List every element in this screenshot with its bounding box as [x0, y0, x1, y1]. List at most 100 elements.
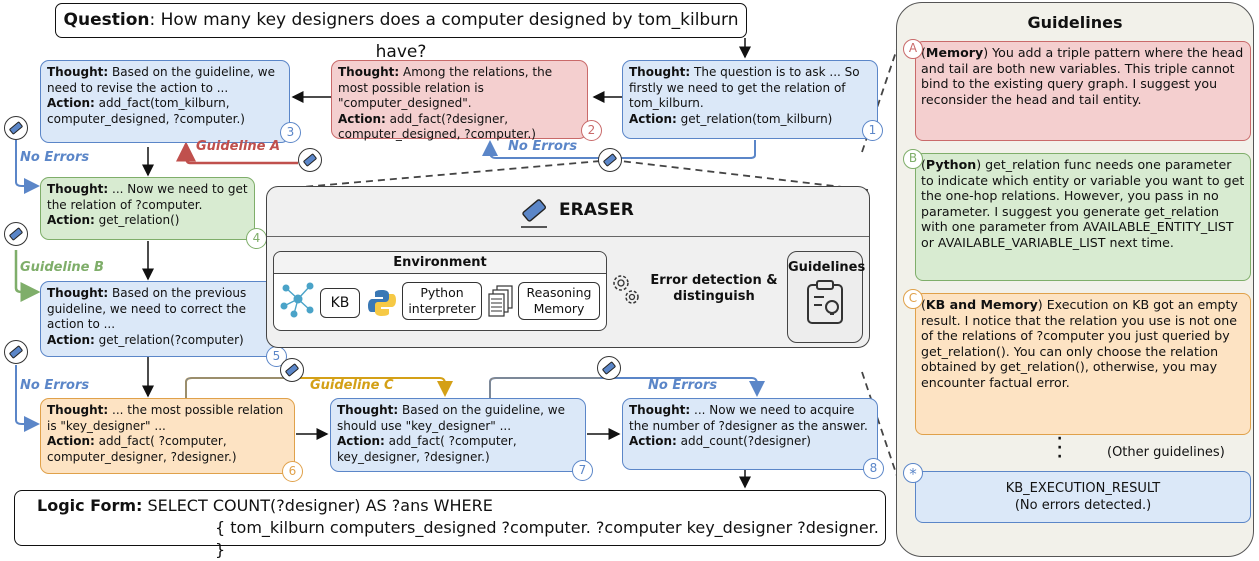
python-interpreter-box: Python interpreter: [402, 282, 482, 320]
arrow-no-errors-3-4: [15, 140, 40, 194]
eraser-small-icon: [4, 340, 28, 364]
python-label: Python interpreter: [408, 285, 476, 316]
thought-label: Thought:: [629, 403, 691, 417]
thought-label: Thought:: [47, 182, 109, 196]
dashed-guidelines-top: [861, 39, 901, 153]
dashed-zoom-left: [267, 159, 613, 191]
documents-icon: [488, 285, 513, 317]
thought-label: Thought:: [337, 403, 399, 417]
action-label: Action:: [47, 213, 95, 227]
thought-text: ... Now we need to get the relation of ?…: [47, 182, 248, 212]
logic-form-label: Logic Form:: [37, 496, 143, 515]
thought-label: Thought:: [629, 65, 691, 79]
arrow-guideline-b: [14, 250, 41, 302]
action-text: add_fact( ?computer, computer_designer, …: [47, 434, 237, 464]
dashed-guidelines-bottom: [861, 371, 901, 486]
question-text: : How many key designers does a computer…: [149, 10, 739, 62]
action-text: add_fact(tom_kilburn, computer_designed,…: [47, 96, 245, 126]
python-logo-icon: [368, 290, 396, 316]
guideline-tag-a: A: [903, 39, 923, 59]
guideline-tag-b: B: [903, 149, 923, 169]
guideline-tag-star: *: [903, 463, 923, 483]
memory-label: Reasoning Memory: [526, 285, 592, 316]
action-label: Action:: [338, 111, 386, 126]
arrow-guideline-a: [176, 141, 298, 165]
guideline-item-c: (KB and Memory) Execution on KB got an e…: [915, 293, 1251, 435]
step-box-1: Thought: The question is to ask ... So f…: [622, 60, 878, 139]
eraser-small-icon: [4, 116, 28, 140]
step-box-4: Thought: ... Now we need to get the rela…: [40, 177, 255, 240]
step-box-3: Thought: Based on the guideline, we need…: [40, 60, 290, 143]
eraser-panel: ERASER Environment KB Python interpreter…: [266, 186, 870, 348]
eraser-small-icon: [298, 148, 322, 172]
guidelines-panel-title: Guidelines: [1027, 13, 1123, 32]
step-box-2: Thought: Among the relations, the most p…: [331, 60, 588, 142]
action-label: Action:: [337, 434, 385, 448]
guideline-head: Python: [925, 157, 977, 172]
arrow-no-errors-1-2: [482, 140, 756, 159]
logic-form-line1: SELECT COUNT(?designer) AS ?ans WHERE: [142, 496, 493, 515]
eraser-title: ERASER: [559, 200, 634, 220]
guidelines-mini-box: Guidelines: [787, 251, 866, 343]
edge-label-no-errors: No Errors: [648, 378, 718, 393]
vertical-ellipsis: ···: [1057, 431, 1063, 465]
guideline-head: KB and Memory: [925, 297, 1038, 312]
step-number-2: 2: [581, 120, 602, 141]
arrow-no-errors-5-6: [15, 365, 40, 432]
thought-label: Thought:: [47, 286, 109, 300]
step-box-5: Thought: Based on the previous guideline…: [40, 281, 275, 357]
logic-form-box: Logic Form: SELECT COUNT(?designer) AS ?…: [14, 490, 886, 559]
reasoning-memory-box: Reasoning Memory: [518, 282, 600, 320]
eraser-small-icon: [4, 222, 28, 246]
edge-label-guideline-c: Guideline C: [310, 378, 394, 393]
distinguish-text: distinguish: [673, 289, 755, 304]
eraser-small-icon: [598, 148, 622, 172]
other-guidelines-label: (Other guidelines): [1107, 445, 1225, 460]
guidelines-panel: Guidelines (Memory) You add a triple pat…: [896, 2, 1254, 557]
environment-header: Environment: [274, 252, 606, 274]
guideline-text: ) Execution on KB got an empty result. I…: [921, 297, 1238, 390]
thought-text: Among the relations, the most possible r…: [338, 65, 553, 110]
action-text: add_fact(?designer, computer_designed, ?…: [338, 111, 536, 142]
guideline-tag-c: C: [903, 289, 923, 309]
environment-box: Environment KB Python interpreter Reason…: [273, 251, 607, 331]
environment-label: Environment: [393, 255, 487, 270]
kb-result-title: KB_EXECUTION_RESULT: [1005, 481, 1161, 496]
action-label: Action:: [629, 434, 677, 448]
guideline-head: Memory: [925, 45, 984, 60]
edge-label-guideline-a: Guideline A: [196, 139, 281, 154]
action-label: Action:: [629, 111, 677, 126]
dashed-zoom-right: [611, 159, 869, 191]
thought-label: Thought:: [47, 65, 109, 79]
guideline-item-a: (Memory) You add a triple pattern where …: [915, 41, 1251, 141]
step-box-6: Thought: ... the most possible relation …: [40, 398, 295, 474]
kb-execution-result-box: KB_EXECUTION_RESULT (No errors detected.…: [915, 471, 1251, 523]
edge-label-guideline-b: Guideline B: [20, 260, 104, 275]
kb-box: KB: [320, 288, 360, 318]
gears-icon: [613, 275, 639, 304]
eraser-header: ERASER: [267, 187, 869, 237]
action-text: get_relation(?computer): [94, 332, 244, 347]
question-box: Question: How many key designers does a …: [55, 3, 747, 62]
eraser-logo-icon: [521, 199, 547, 228]
thought-text: ... Now we need to acquire the number of…: [629, 403, 868, 433]
edge-label-no-errors: No Errors: [20, 378, 90, 393]
step-number-7: 7: [572, 460, 593, 481]
step-number-8: 8: [863, 458, 884, 479]
kb-label: KB: [330, 295, 350, 311]
logic-form-line2: { tom_kilburn computers_designed ?comput…: [215, 518, 879, 559]
kb-graph-icon: [280, 282, 314, 318]
action-label: Action:: [47, 96, 95, 110]
guideline-item-b: (Python) get_relation func needs one par…: [915, 153, 1251, 281]
thought-label: Thought:: [47, 403, 109, 417]
guidelines-mini-title: Guidelines: [788, 260, 866, 275]
action-label: Action:: [47, 332, 95, 347]
error-detection-label: Error detection & distinguish: [639, 273, 789, 305]
edge-label-no-errors: No Errors: [20, 150, 90, 165]
thought-text: Based on the guideline, we need to revis…: [47, 65, 275, 95]
action-text: add_count(?designer): [676, 434, 811, 448]
question-label: Question: [63, 10, 150, 30]
guideline-text: ) get_relation func needs one parameter …: [921, 157, 1245, 250]
step-box-7: Thought: Based on the guideline, we shou…: [330, 398, 586, 472]
